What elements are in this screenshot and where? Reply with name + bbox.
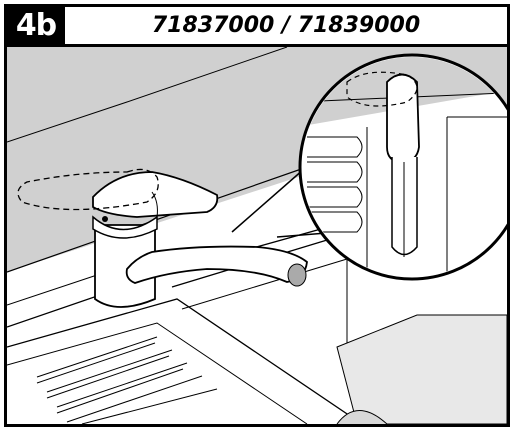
model-numbers: 71837000 / 71839000 [151,13,421,38]
step-badge: 4b [7,7,65,44]
instruction-panel: 4b 71837000 / 71839000 [4,4,510,427]
wall-upper-line [7,47,288,143]
left-drainboard [7,298,388,424]
panel-header: 4b 71837000 / 71839000 [7,7,507,47]
faucet-illustration [7,47,507,424]
faucet [17,168,308,308]
lever-detail-magnifier [231,53,507,281]
